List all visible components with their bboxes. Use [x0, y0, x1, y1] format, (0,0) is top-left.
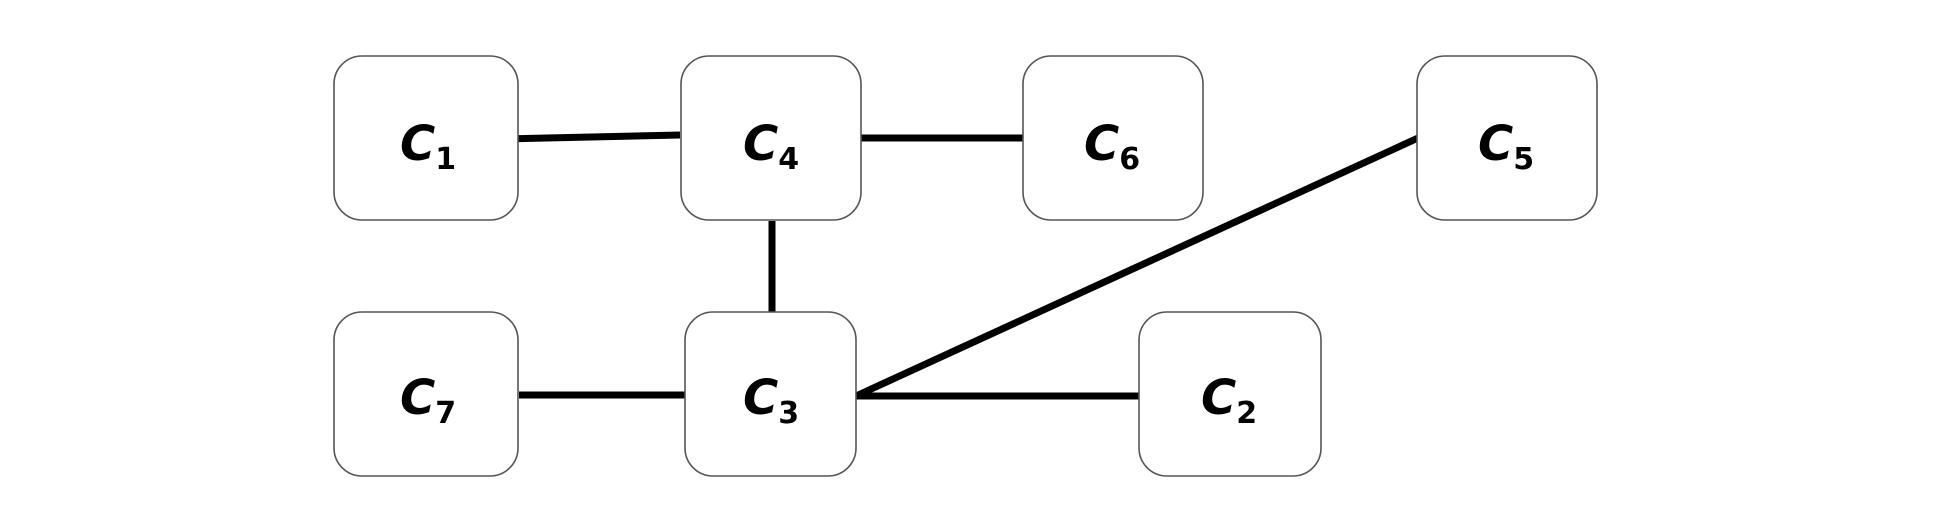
node-subscript: 2: [1236, 396, 1257, 431]
node-c4: C4: [680, 55, 862, 221]
node-subscript: 7: [435, 396, 456, 431]
node-c2: C2: [1138, 311, 1322, 477]
node-subscript: 4: [778, 142, 799, 177]
node-box: [684, 311, 857, 477]
node-c5: C5: [1416, 55, 1598, 221]
node-box: [1416, 55, 1598, 221]
svg-text:C1: C1: [400, 116, 456, 177]
node-letter: C: [400, 370, 435, 426]
node-c3: C3: [684, 311, 857, 477]
node-subscript: 6: [1119, 142, 1140, 177]
svg-text:C7: C7: [400, 370, 456, 431]
node-box: [1022, 55, 1204, 221]
node-letter: C: [1201, 370, 1236, 426]
node-letter: C: [1478, 116, 1513, 172]
node-c1: C1: [333, 55, 519, 221]
edge-c3-c5: [854, 134, 1420, 400]
node-c6: C6: [1022, 55, 1204, 221]
svg-text:C6: C6: [1084, 116, 1140, 177]
edges: [416, 131, 1420, 400]
svg-text:C5: C5: [1478, 116, 1534, 177]
node-letter: C: [743, 116, 778, 172]
node-box: [333, 55, 519, 221]
node-letter: C: [400, 116, 435, 172]
node-subscript: 5: [1513, 142, 1534, 177]
node-letter: C: [743, 370, 778, 426]
node-subscript: 3: [778, 396, 799, 431]
node-box: [680, 55, 862, 221]
svg-text:C4: C4: [743, 116, 799, 177]
node-c7: C7: [333, 311, 519, 477]
svg-text:C2: C2: [1201, 370, 1257, 431]
node-box: [1138, 311, 1322, 477]
svg-text:C3: C3: [743, 370, 799, 431]
node-letter: C: [1084, 116, 1119, 172]
node-subscript: 1: [435, 142, 456, 177]
node-box: [333, 311, 519, 477]
